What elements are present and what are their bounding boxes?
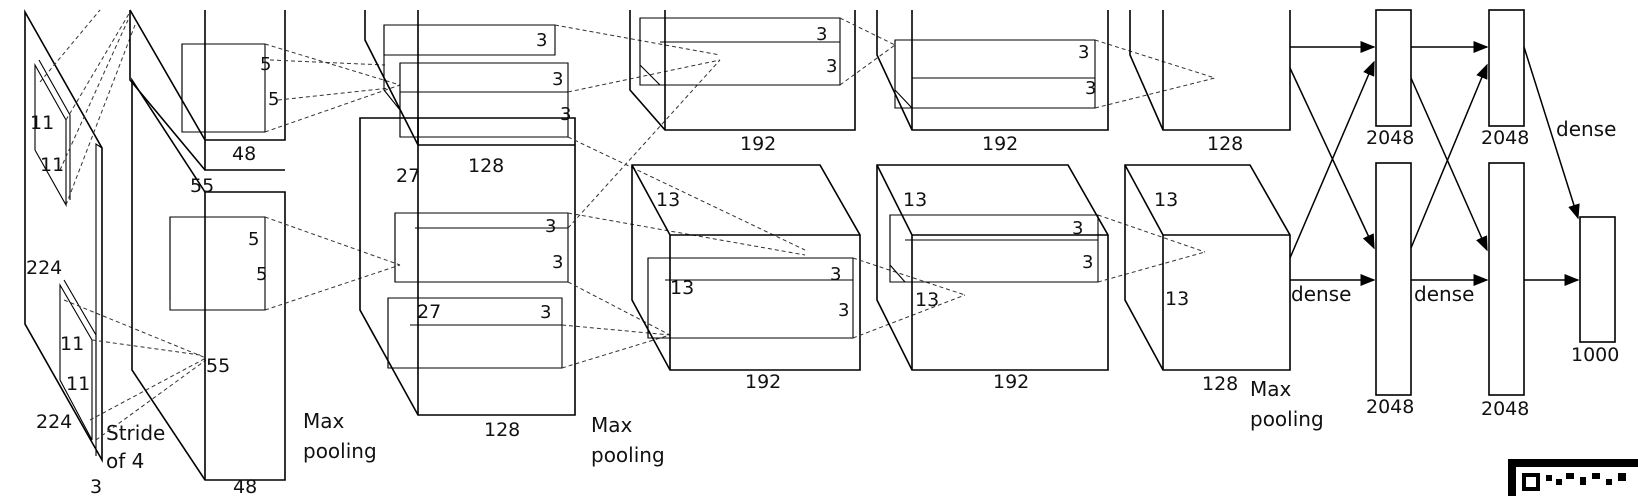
fc7-bottom-size: 2048 xyxy=(1481,398,1529,420)
output-size: 1000 xyxy=(1571,344,1619,366)
conv5-size-label: 13 xyxy=(1154,189,1178,211)
conv5-top-depth: 128 xyxy=(1207,133,1243,155)
conv3-bottom-depth: 192 xyxy=(745,371,781,393)
conv1-size-label-bottom: 55 xyxy=(206,355,230,377)
input-height-label: 224 xyxy=(26,257,62,279)
dense-label-fc7: dense xyxy=(1414,282,1474,306)
input-kernel-size-c: 11 xyxy=(60,333,84,355)
conv4-kernel-c: 3 xyxy=(1072,218,1083,239)
dense-label-fc6: dense xyxy=(1291,282,1351,306)
conv3-kernel-c: 3 xyxy=(830,264,841,285)
conv2-kernel-c: 3 xyxy=(560,104,571,125)
conv1-kernel-d: 5 xyxy=(256,264,267,285)
input-kernel-size-d: 11 xyxy=(66,373,90,395)
conv4-size-label-bottom: 13 xyxy=(915,289,939,311)
fc6-bottom-size: 2048 xyxy=(1366,396,1414,418)
conv1-bottom-depth: 48 xyxy=(233,476,257,496)
input-channels-label: 3 xyxy=(90,476,102,496)
fc-layers xyxy=(1375,9,1616,396)
pool3-label-line2: pooling xyxy=(1250,407,1324,431)
input-kernel-size-b: 11 xyxy=(40,154,64,176)
conv5-bottom-depth: 128 xyxy=(1202,373,1238,395)
conv2-kernel-e: 3 xyxy=(552,252,563,273)
conv1-kernel-b: 5 xyxy=(268,89,279,110)
conv4-bottom-depth: 192 xyxy=(993,371,1029,393)
pool2-label-line1: Max xyxy=(591,413,633,437)
conv4-kernel-b: 3 xyxy=(1085,78,1096,99)
fc6-top-size: 2048 xyxy=(1366,127,1414,149)
conv1-block xyxy=(129,9,286,481)
pool3-label-line1: Max xyxy=(1250,377,1292,401)
conv3-top-depth: 192 xyxy=(740,133,776,155)
conv4-projection-lines xyxy=(1094,39,1216,283)
pool2-label-line2: pooling xyxy=(591,443,665,467)
pool1-label-line2: pooling xyxy=(303,439,377,463)
conv3-kernel-d: 3 xyxy=(838,300,849,321)
conv1-kernel-c: 5 xyxy=(248,229,259,250)
conv3-kernel-b: 3 xyxy=(826,56,837,77)
input-width-label: 224 xyxy=(36,411,72,433)
pool1-label-line1: Max xyxy=(303,409,345,433)
conv2-size-label-bottom: 27 xyxy=(417,301,441,323)
conv4-kernel-d: 3 xyxy=(1082,252,1093,273)
input-projection-lines xyxy=(39,9,207,441)
input-layer xyxy=(24,8,103,464)
conv3-size-label: 13 xyxy=(656,189,680,211)
dense-label-output: dense xyxy=(1556,117,1616,141)
conv2-kernel-f: 3 xyxy=(540,302,551,323)
conv2-kernel-d: 3 xyxy=(545,216,556,237)
conv3-projection-lines xyxy=(839,17,966,339)
conv2-top-depth: 128 xyxy=(468,155,504,177)
conv1-kernel-a: 5 xyxy=(260,54,271,75)
conv2-block xyxy=(359,10,576,416)
stride-label-line2: of 4 xyxy=(106,449,144,473)
stride-label-line1: Stride xyxy=(106,421,165,445)
conv1-size-label: 55 xyxy=(190,175,214,197)
conv2-kernel-a: 3 xyxy=(536,30,547,51)
conv2-size-label: 27 xyxy=(396,165,420,187)
conv2-bottom-depth: 128 xyxy=(484,419,520,441)
conv5-size-label-bottom: 13 xyxy=(1165,288,1189,310)
dense-connection-arrows xyxy=(1289,41,1580,286)
conv4-size-label: 13 xyxy=(903,189,927,211)
conv1-projection-lines xyxy=(264,43,401,311)
input-kernel-size-a: 11 xyxy=(30,112,54,134)
qr-code-icon xyxy=(1508,459,1638,496)
conv4-kernel-a: 3 xyxy=(1078,42,1089,63)
conv1-top-depth: 48 xyxy=(232,143,256,165)
conv3-size-label-bottom: 13 xyxy=(670,277,694,299)
fc7-top-size: 2048 xyxy=(1481,127,1529,149)
conv4-top-depth: 192 xyxy=(982,133,1018,155)
conv3-kernel-a: 3 xyxy=(816,24,827,45)
conv2-projection-lines xyxy=(554,24,806,369)
conv2-kernel-b: 3 xyxy=(552,69,563,90)
conv5-block xyxy=(1124,10,1291,371)
conv4-block xyxy=(876,10,1109,371)
